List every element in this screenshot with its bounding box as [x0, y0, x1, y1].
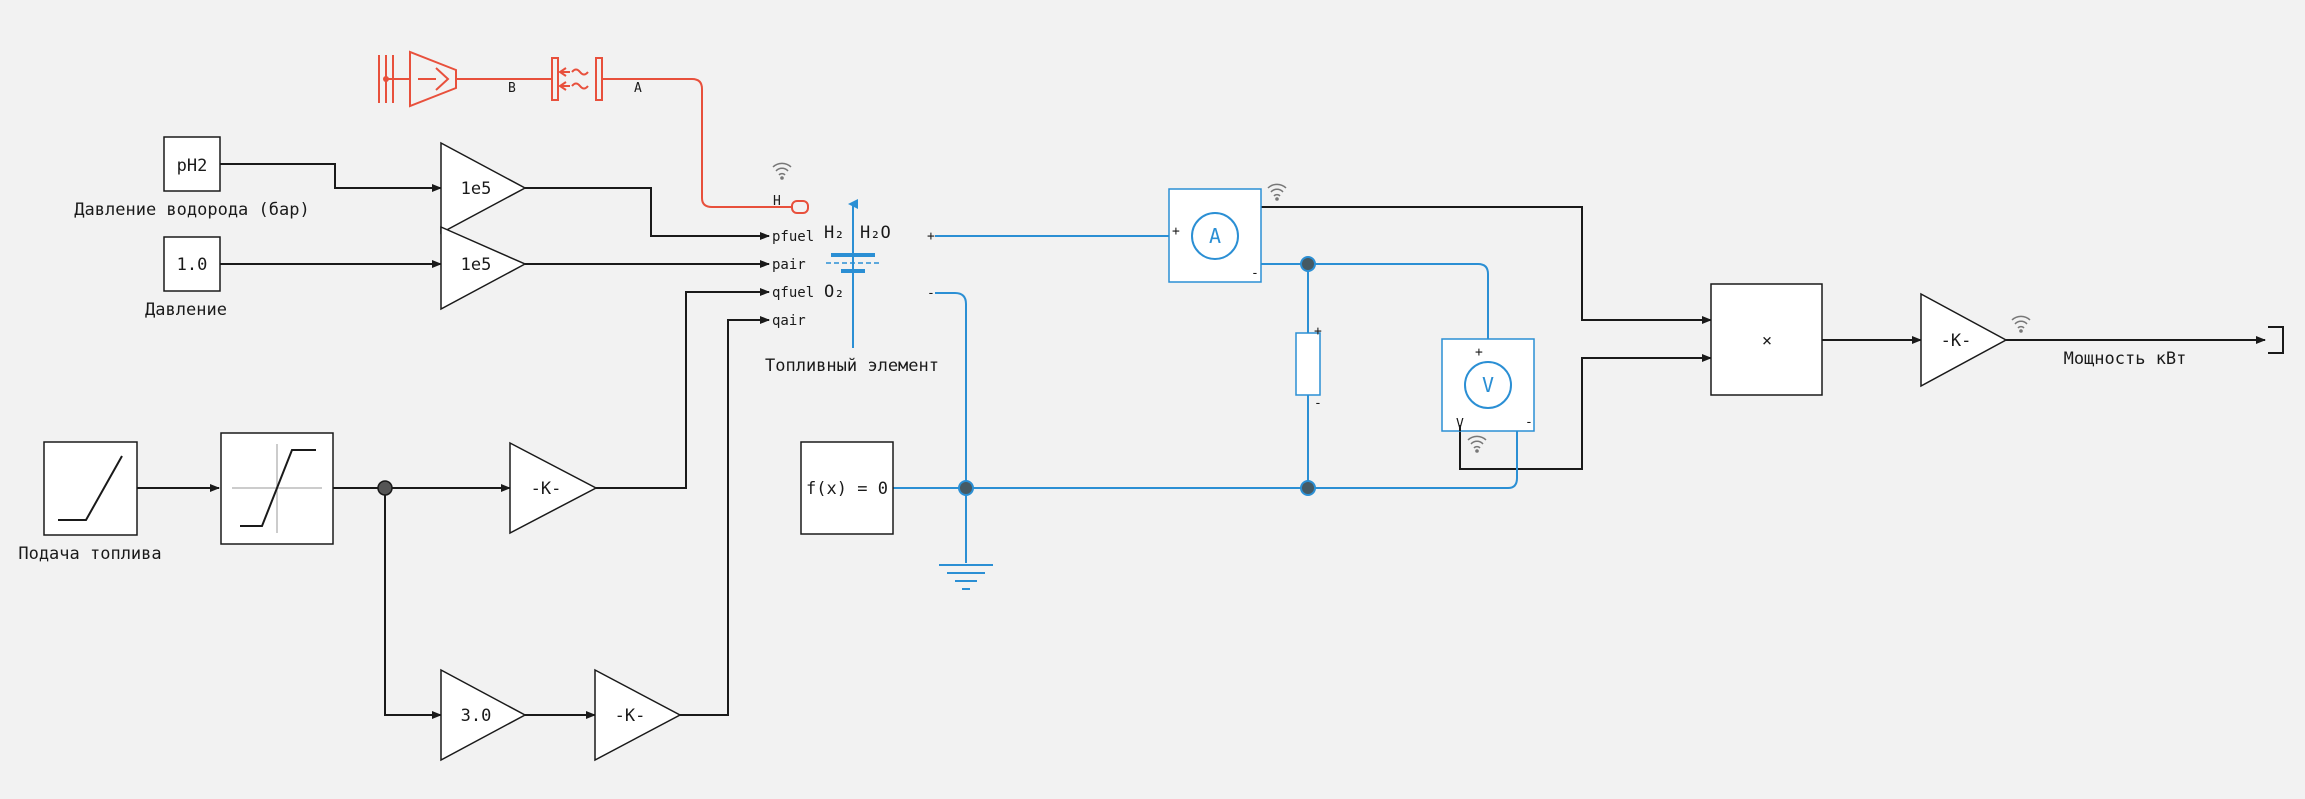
saturation-block[interactable] — [220, 432, 334, 545]
signal-branch-node — [377, 480, 393, 496]
fuel-cell-port-qair: qair — [772, 313, 806, 329]
gain-k-lower-value: -K- — [615, 706, 646, 726]
hydraulic-network: B A H — [378, 50, 809, 214]
gain-mid-value: 1e5 — [461, 255, 492, 275]
gain-3-value: 3.0 — [461, 706, 492, 726]
resistor-plus: + — [1314, 324, 1322, 339]
electrical-node — [1300, 480, 1316, 496]
gain-3-block[interactable]: 3.0 — [440, 668, 527, 762]
voltmeter-block[interactable]: V + - V — [1441, 338, 1535, 432]
hydraulic-pump-icon[interactable] — [409, 50, 457, 108]
ammeter-block[interactable]: A + - — [1168, 188, 1262, 283]
constant-pair-block[interactable]: 1.0 — [163, 236, 221, 292]
gain-k-upper-value: -K- — [531, 479, 562, 499]
ammeter-minus: - — [1251, 266, 1259, 281]
ammeter-symbol: A — [1209, 224, 1221, 248]
fuel-cell-minus: - — [927, 286, 935, 301]
pair-label: Давление — [145, 300, 227, 320]
fuel-cell-plus: + — [927, 229, 935, 244]
gain-top-value: 1e5 — [461, 179, 492, 199]
fuel-cell-port-qfuel: qfuel — [772, 285, 814, 301]
constant-ph2-block[interactable]: pH2 — [163, 136, 221, 192]
constant-ph2-value: pH2 — [177, 156, 208, 176]
gain-out-block[interactable]: -K- — [1920, 292, 2008, 388]
signal-probe-icon[interactable] — [1267, 183, 1287, 201]
electrical-node — [958, 480, 974, 496]
solver-label: f(x) = 0 — [806, 479, 888, 499]
signal-wires — [137, 163, 2266, 719]
fuel-cell-label: Топливный элемент — [765, 356, 939, 376]
ground-icon[interactable] — [939, 564, 993, 590]
fuel-cell-h2: H₂ — [824, 223, 844, 243]
voltmeter-symbol: V — [1482, 373, 1494, 397]
output-label: Мощность кВт — [2064, 349, 2187, 369]
fuel-cell-h2o: H₂O — [860, 223, 891, 243]
outport-icon[interactable] — [2268, 326, 2284, 354]
ramp-block[interactable] — [43, 441, 138, 536]
gain-1e5-top-block[interactable]: 1e5 — [440, 141, 527, 235]
voltmeter-minus: - — [1525, 415, 1533, 430]
resistor-minus: - — [1314, 396, 1322, 411]
signal-probe-icon[interactable] — [772, 162, 792, 180]
voltmeter-port-v: V — [1456, 417, 1464, 432]
gain-k-upper-block[interactable]: -K- — [509, 441, 598, 535]
fuel-cell-port-pair: pair — [772, 257, 806, 273]
voltmeter-plus: + — [1475, 345, 1483, 360]
hydraulic-h-connector[interactable] — [791, 200, 809, 214]
product-block[interactable]: × — [1710, 283, 1823, 396]
ramp-icon — [58, 455, 123, 521]
ammeter-plus: + — [1172, 224, 1180, 239]
fuel-cell-h-port: H — [773, 194, 781, 209]
hydraulic-valve-icon[interactable] — [551, 57, 603, 101]
electrical-node — [1300, 256, 1316, 272]
electrical-network — [893, 235, 1518, 590]
hydraulic-port-b: B — [508, 81, 516, 96]
fuel-cell-o2: O₂ — [824, 282, 844, 302]
saturation-icon — [232, 444, 322, 533]
ph2-label: Давление водорода (бар) — [74, 200, 309, 220]
hydraulic-port-a: A — [634, 81, 642, 96]
resistor-block[interactable]: + - — [1295, 324, 1322, 411]
ramp-label: Подача топлива — [18, 544, 161, 564]
solver-configuration-block[interactable]: f(x) = 0 — [800, 441, 894, 535]
fuel-cell-port-pfuel: pfuel — [772, 229, 814, 245]
constant-pair-value: 1.0 — [177, 255, 208, 275]
signal-probe-icon[interactable] — [1467, 435, 1487, 453]
fuel-cell-block[interactable]: pfuel pair qfuel qair H₂ H₂O O₂ + - — [772, 199, 935, 348]
product-symbol: × — [1762, 331, 1772, 351]
signal-probe-icon[interactable] — [2011, 315, 2031, 333]
gain-k-lower-block[interactable]: -K- — [594, 668, 682, 762]
gain-1e5-mid-block[interactable]: 1e5 — [440, 225, 527, 311]
gain-out-value: -K- — [1941, 331, 1972, 351]
